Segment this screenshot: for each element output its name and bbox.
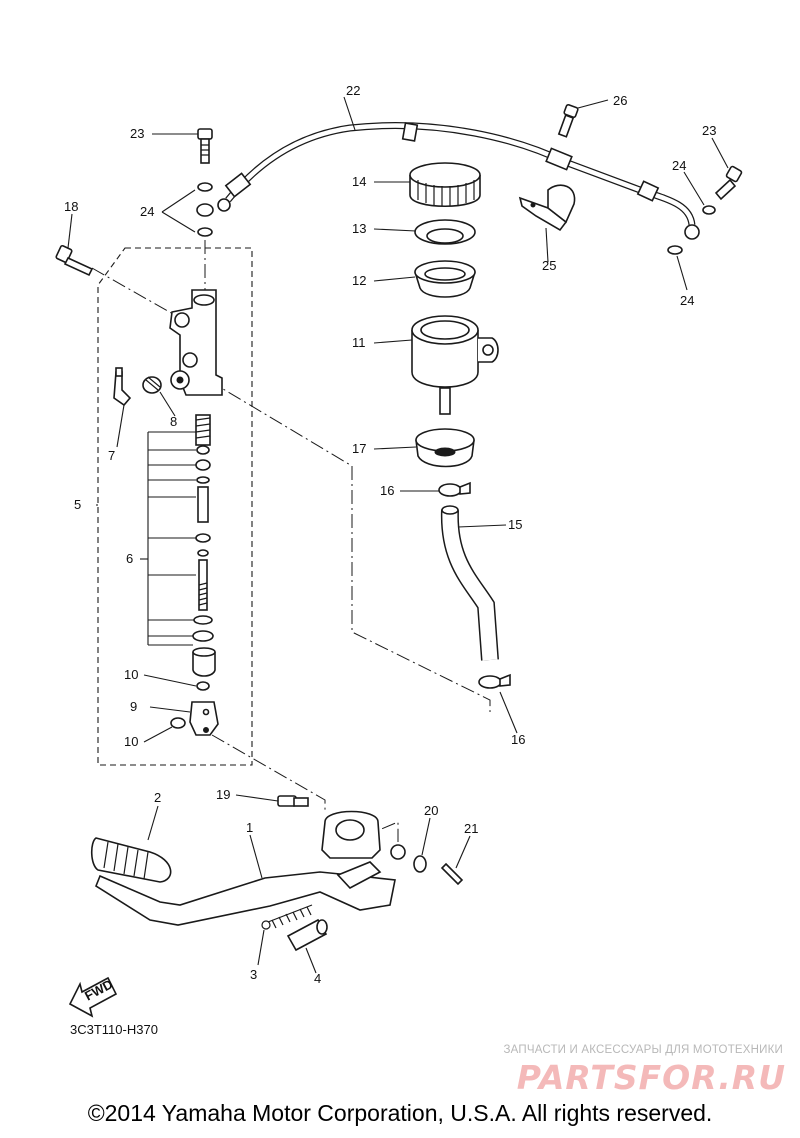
callout-23a: 23 — [130, 126, 144, 141]
kit-cup-1 — [196, 445, 210, 455]
washer-24c — [197, 227, 213, 237]
kit-cup-2 — [195, 459, 211, 471]
brake-pedal — [95, 810, 406, 926]
hose-clip-top — [438, 481, 471, 497]
washer-24a — [197, 182, 213, 192]
return-spring — [261, 904, 313, 930]
locknut-10a — [196, 681, 210, 691]
callout-26: 26 — [613, 93, 627, 108]
bolt-18 — [55, 244, 94, 277]
clevis — [189, 701, 219, 736]
reservoir-hose — [440, 505, 499, 661]
master-cylinder-body — [169, 289, 223, 396]
callout-11: 11 — [352, 335, 366, 350]
washer-24b — [196, 203, 214, 217]
callout-7: 7 — [108, 448, 115, 463]
callout-8: 8 — [170, 414, 177, 429]
kit-ring-2 — [197, 549, 209, 557]
callout-9: 9 — [130, 699, 137, 714]
push-rod — [198, 559, 208, 611]
callout-24b: 24 — [672, 158, 686, 173]
callout-5: 5 — [74, 497, 81, 512]
bleed-screw — [113, 367, 132, 407]
washer-20 — [413, 855, 427, 873]
callout-4: 4 — [314, 971, 321, 986]
reservoir-boot — [415, 428, 475, 468]
copyright-notice: ©2014 Yamaha Motor Corporation, U.S.A. A… — [87, 1100, 713, 1126]
callout-23b: 23 — [702, 123, 716, 138]
callout-10a: 10 — [124, 667, 138, 682]
callout-24c: 24 — [680, 293, 694, 308]
diaphragm — [414, 260, 476, 298]
assembly-boundary — [97, 247, 253, 766]
spring — [195, 414, 211, 446]
washer-24e — [667, 245, 683, 255]
callout-22: 22 — [346, 83, 360, 98]
reservoir-tank — [411, 315, 499, 415]
callout-2: 2 — [154, 790, 161, 805]
kit-cup-3 — [195, 533, 211, 543]
callout-3: 3 — [250, 967, 257, 982]
callout-24a: 24 — [140, 204, 154, 219]
diaphragm-plate — [414, 219, 476, 245]
callout-18: 18 — [64, 199, 78, 214]
callout-16b: 16 — [511, 732, 525, 747]
callout-16a: 16 — [380, 483, 394, 498]
callout-15: 15 — [508, 517, 522, 532]
footrest-rubber — [90, 837, 172, 883]
washer-24d — [702, 205, 716, 215]
kit-piston — [197, 486, 209, 523]
drawing-code: 3C3T110-H370 — [70, 1022, 158, 1037]
callout-21: 21 — [464, 821, 478, 836]
brake-hose — [217, 122, 700, 240]
centerline-clevis — [211, 734, 326, 810]
kit-circlip — [192, 630, 214, 642]
cotter-pin-21 — [440, 862, 464, 886]
union-fitting-8 — [142, 376, 162, 394]
fwd-arrow: FWD — [68, 976, 118, 1018]
centerline-bolt-18 — [91, 267, 181, 319]
callout-19: 19 — [216, 787, 230, 802]
watermark-tagline: ЗАПЧАСТИ И АКСЕССУАРЫ ДЛЯ МОТОТЕХНИКИ — [503, 1044, 783, 1056]
pedal-pin-19 — [277, 795, 309, 807]
kit-washer — [193, 615, 213, 625]
callout-12: 12 — [352, 273, 366, 288]
callout-20: 20 — [424, 803, 438, 818]
kit-bracket — [147, 431, 196, 646]
callout-13: 13 — [352, 221, 366, 236]
callout-25: 25 — [542, 258, 556, 273]
kit-ring-1 — [196, 476, 210, 484]
callout-10b: 10 — [124, 734, 138, 749]
leader-lines — [67, 96, 729, 974]
hose-clamp-bracket — [518, 184, 576, 232]
kit-boot — [192, 647, 216, 677]
watermark-logo: PARTSFOR.RU — [516, 1058, 786, 1097]
callout-14: 14 — [352, 174, 366, 189]
union-bolt-right — [714, 165, 743, 201]
hose-clip-bottom — [478, 673, 511, 689]
union-bolt-left — [197, 128, 213, 164]
locknut-10b — [170, 717, 186, 729]
collar-4 — [286, 918, 328, 952]
callout-1: 1 — [246, 820, 253, 835]
centerline-reservoir — [351, 466, 491, 712]
centerline-hose — [207, 379, 353, 467]
callout-17: 17 — [352, 441, 366, 456]
callout-6: 6 — [126, 551, 133, 566]
bolt-26 — [557, 104, 579, 138]
reservoir-cap — [409, 162, 481, 208]
